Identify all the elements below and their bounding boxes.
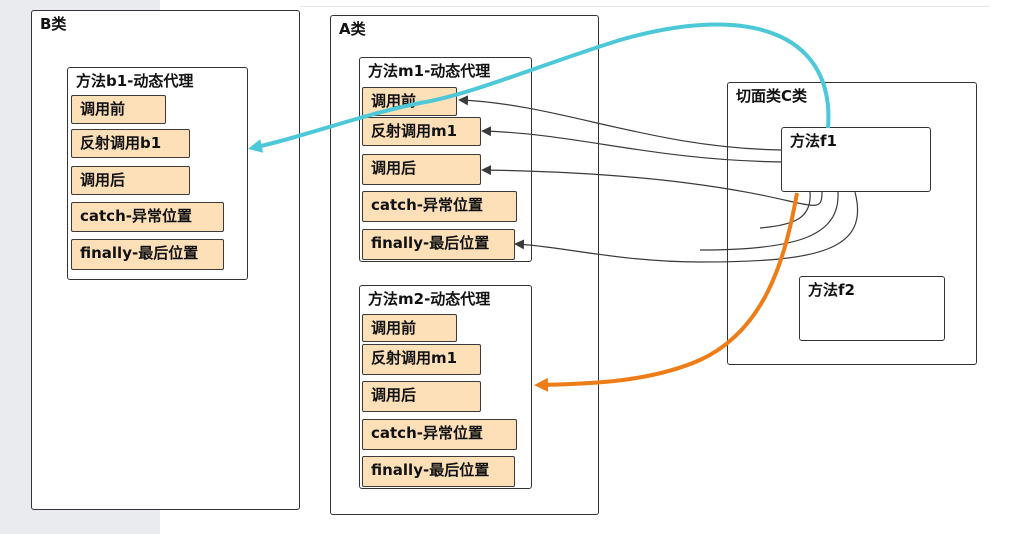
method-f2-box: 方法f2 [799, 276, 945, 341]
class-b-title: B类 [40, 15, 67, 33]
method-f1-title: 方法f1 [790, 132, 837, 150]
m2-invoke-step: 反射调用m1 [362, 344, 481, 375]
m2-finally-step: finally-最后位置 [362, 456, 515, 487]
m1-before-step: 调用前 [362, 87, 457, 116]
method-f1-box: 方法f1 [781, 127, 931, 192]
b1-before-step: 调用前 [71, 95, 166, 124]
class-a-title: A类 [339, 20, 366, 38]
method-f2-title: 方法f2 [808, 281, 855, 299]
m1-finally-step: finally-最后位置 [362, 229, 515, 260]
method-b1-title: 方法b1-动态代理 [76, 72, 194, 90]
b1-after-step: 调用后 [71, 166, 190, 195]
b1-finally-step: finally-最后位置 [71, 239, 224, 270]
method-m1-title: 方法m1-动态代理 [368, 62, 491, 80]
m2-catch-step: catch-异常位置 [362, 419, 517, 450]
m2-before-step: 调用前 [362, 314, 457, 342]
method-m2-title: 方法m2-动态代理 [368, 290, 491, 308]
b1-catch-step: catch-异常位置 [71, 202, 224, 232]
m1-after-step: 调用后 [362, 154, 481, 185]
b1-invoke-step: 反射调用b1 [71, 129, 190, 158]
m1-catch-step: catch-异常位置 [362, 191, 517, 222]
m1-invoke-step: 反射调用m1 [362, 117, 481, 146]
class-c-title: 切面类C类 [736, 87, 808, 105]
divider [300, 6, 990, 7]
m2-after-step: 调用后 [362, 381, 481, 412]
